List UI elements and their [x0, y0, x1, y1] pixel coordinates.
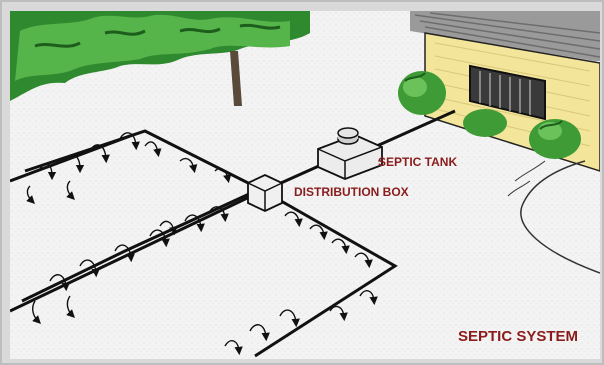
distribution-box-label: DISTRIBUTION BOX	[294, 185, 409, 199]
septic-system-illustration: SEPTIC TANK DISTRIBUTION BOX SEPTIC SYST…	[10, 11, 600, 359]
distribution-box	[248, 175, 282, 211]
illustration-panel: SEPTIC TANK DISTRIBUTION BOX SEPTIC SYST…	[10, 11, 600, 359]
septic-tank-label: SEPTIC TANK	[378, 155, 457, 169]
diagram-caption: SEPTIC SYSTEM	[458, 328, 578, 345]
